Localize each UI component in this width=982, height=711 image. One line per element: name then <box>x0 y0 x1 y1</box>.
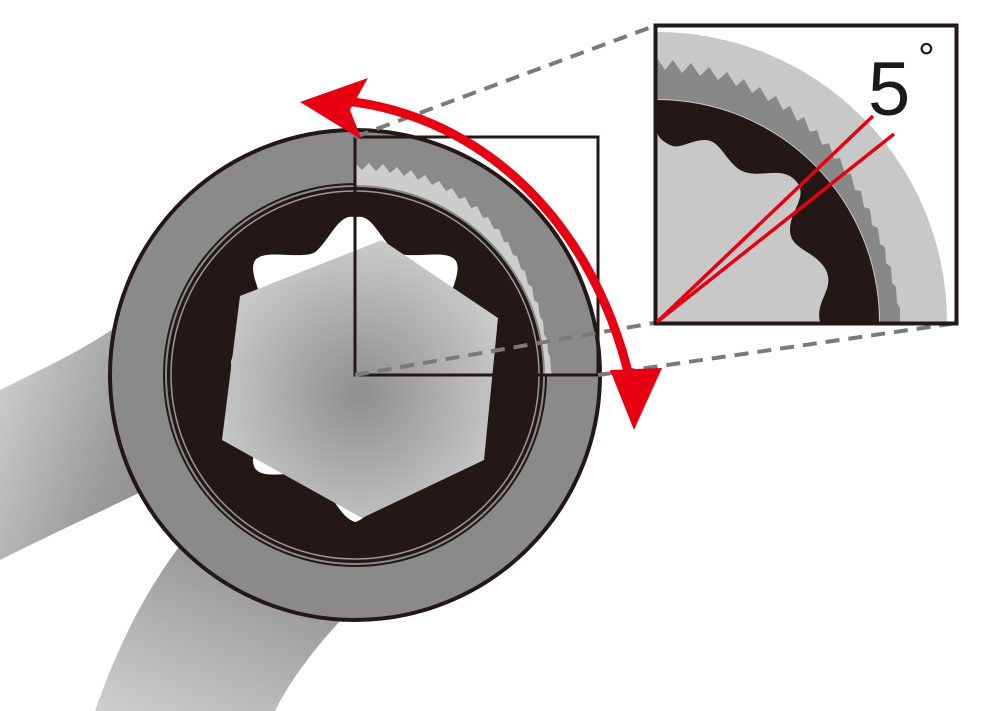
degree-symbol: ° <box>918 34 935 81</box>
projection-lines <box>354 24 958 377</box>
hex-nut <box>222 240 498 518</box>
swing-angle-lines <box>655 114 896 324</box>
rotation-arrow <box>300 78 662 430</box>
angle-label: 5 <box>868 47 910 132</box>
